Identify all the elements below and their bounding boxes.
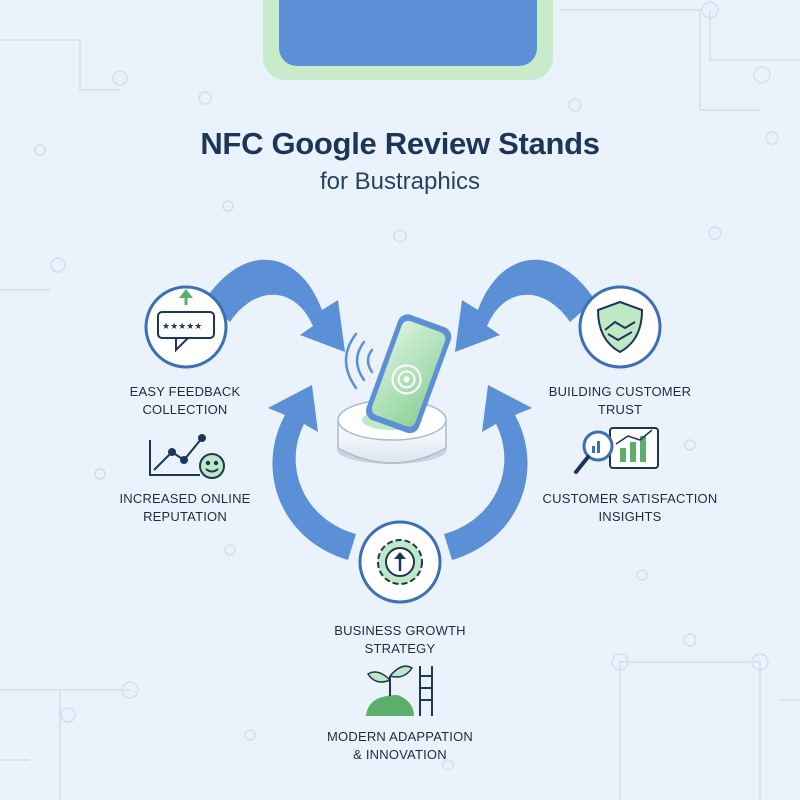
label-easy-feedback: EASY FEEDBACK COLLECTION: [129, 384, 241, 417]
label-online-reputation: INCREASED ONLINE REPUTATION: [119, 491, 251, 524]
nfc-phone-stand-icon: [337, 314, 452, 464]
label-satisfaction-insights: CUSTOMER SATISFACTION INSIGHTS: [542, 491, 718, 524]
svg-text:★★★★★: ★★★★★: [162, 322, 202, 332]
arrow-top-left: [205, 259, 345, 352]
top-banner: [263, 0, 553, 80]
label-customer-trust: BUILDING CUSTOMER TRUST: [548, 384, 692, 417]
top-banner-panel: [279, 0, 537, 66]
gear-up-arrow-icon: [358, 520, 442, 604]
arrow-right-loop: [444, 385, 532, 560]
arrow-top-right: [455, 259, 595, 352]
star-review-bubble-icon: ★★★★★: [144, 285, 228, 369]
label-growth-strategy: BUSINESS GROWTH STRATEGY: [334, 623, 466, 656]
sprout-ladder-icon: [366, 665, 433, 716]
arrow-left-loop: [268, 385, 356, 560]
page-subtitle: for Bustraphics: [319, 168, 481, 195]
label-adaptation: MODERN ADAPPATION & INNOVATION: [327, 729, 473, 762]
magnifier-bar-chart-icon: [574, 427, 659, 474]
page-title: NFC Google Review Stands: [200, 126, 600, 161]
growth-line-smiley-icon: [149, 434, 225, 479]
handshake-shield-icon: [578, 285, 662, 369]
